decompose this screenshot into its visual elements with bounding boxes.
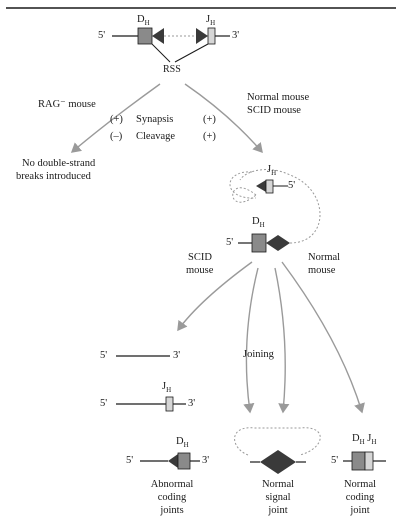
top-rss-right (196, 28, 208, 44)
scid-branch-line2: mouse (186, 265, 214, 276)
scid-branch-line1: SCID (188, 252, 212, 263)
normal-mouse-label: Normal mouse (247, 92, 310, 103)
coding-line1: Normal (343, 479, 377, 490)
coding-line3: joint (350, 505, 370, 516)
normal-branch-line1: Normal (308, 252, 341, 263)
mid-dh-gene (251, 233, 267, 253)
synapsis-label: Synapsis (136, 114, 174, 125)
top-jh-label: JH (206, 14, 216, 28)
arrow-scid-left (177, 261, 253, 332)
abn-mid-5prime: 5' (100, 398, 108, 409)
no-breaks-line2: breaks introduced (16, 171, 91, 182)
dhjh-label: DH JH (352, 433, 377, 447)
abnormal-line1: Abnormal (150, 479, 194, 490)
normal-branch-line2: mouse (308, 265, 336, 276)
synapsis-right-mark: (+) (203, 114, 216, 125)
top-dh-label: DH (137, 14, 150, 28)
loop-5prime: 5' (288, 180, 296, 191)
top-3prime: 3' (232, 30, 240, 41)
rag-mouse-label: RAG⁻ mouse (38, 99, 96, 110)
signal-line3: joint (268, 505, 288, 516)
cleavage-left-mark: (–) (110, 131, 123, 142)
arrow-normal-signal (274, 267, 290, 414)
top-dna-segment (112, 27, 230, 63)
normal-signal-joint (234, 427, 321, 474)
rss-label: RSS (163, 64, 181, 75)
signal-line1: Normal (261, 479, 295, 490)
top-rss-left (152, 28, 164, 44)
synapsis-left-mark: (+) (110, 114, 123, 125)
loop-jh-gene (265, 179, 274, 194)
loop-rss (256, 180, 266, 192)
dh-abn-label: DH (176, 436, 189, 450)
arrow-to-normal (184, 83, 263, 154)
abnormal-coding-joints (116, 355, 200, 470)
scid-mouse-top-label: SCID mouse (247, 105, 301, 116)
abnormal-line3: joints (160, 505, 184, 516)
top-5prime: 5' (98, 30, 106, 41)
normal-coding-joint (343, 451, 386, 471)
cleavage-right-mark: (+) (203, 131, 216, 142)
abn-top-5prime: 5' (100, 350, 108, 361)
coding-line2: coding (345, 492, 375, 503)
no-breaks-line1: No double-strand (22, 158, 96, 169)
arrow-to-rag (70, 83, 161, 153)
mid-5prime: 5' (226, 237, 234, 248)
arrow-scid-signal (243, 267, 259, 414)
loop-jh-label: JH (267, 164, 277, 178)
arrow-normal-coding (281, 261, 365, 414)
signal-line2: signal (265, 492, 291, 503)
abn-bot-5prime: 5' (126, 455, 134, 466)
jh-small-label: JH (162, 381, 172, 395)
joining-label: Joining (243, 349, 274, 360)
mid-dh-label: DH (252, 216, 265, 230)
cleavage-label: Cleavage (136, 131, 176, 142)
abn-mid-3prime: 3' (188, 398, 196, 409)
abn-top-3prime: 3' (173, 350, 181, 361)
abnormal-line2: coding (157, 492, 187, 503)
top-dh-gene (137, 27, 153, 45)
abn-bot-3prime: 3' (202, 455, 210, 466)
loop-structure (229, 169, 321, 253)
top-jh-gene (207, 27, 216, 45)
cod-5prime: 5' (331, 455, 339, 466)
